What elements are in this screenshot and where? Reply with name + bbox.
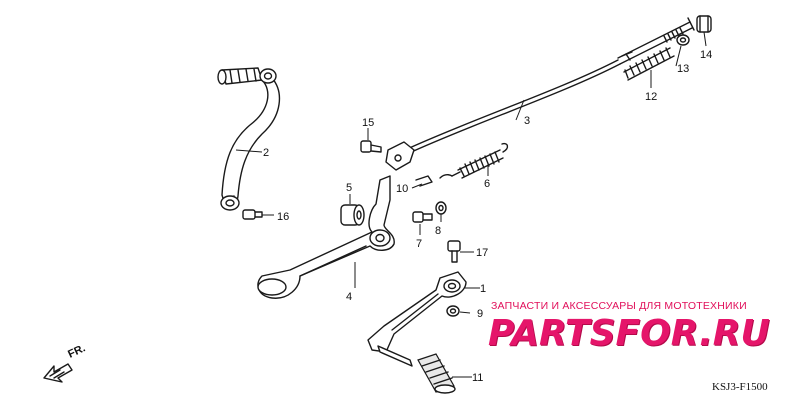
part-bolt-15 — [360, 140, 382, 153]
callout-14: 14 — [700, 49, 712, 61]
watermark-caption: ЗАПЧАСТИ И АКСЕССУАРЫ ДЛЯ МОТОТЕХНИКИ — [491, 300, 747, 312]
callout-10: 10 — [396, 183, 408, 195]
part-cable-clevis — [385, 141, 415, 171]
callout-3: 3 — [524, 115, 530, 127]
part-pin-10 — [411, 175, 433, 189]
part-brake-pedal-lever — [257, 175, 395, 299]
part-spring-12 — [623, 47, 675, 81]
callout-11: 11 — [472, 372, 483, 384]
part-bolt-16 — [242, 209, 274, 220]
part-step-bar — [367, 271, 467, 367]
leader-lines — [235, 31, 707, 378]
callout-16: 16 — [277, 211, 289, 223]
part-bolt-7 — [412, 211, 433, 223]
part-collar-5 — [340, 204, 365, 226]
part-kick-starter-arm — [217, 67, 281, 211]
part-spring-6 — [439, 142, 509, 179]
callout-15: 15 — [362, 117, 374, 129]
callout-6: 6 — [484, 178, 490, 190]
diagram-code: KSJ3-F1500 — [712, 381, 768, 393]
direction-arrow-icon — [43, 363, 73, 383]
callout-5: 5 — [346, 182, 352, 194]
callout-2: 2 — [263, 147, 269, 159]
callout-4: 4 — [346, 291, 352, 303]
direction-label: FR. — [66, 342, 87, 360]
part-brake-cable — [404, 17, 695, 155]
callout-13: 13 — [677, 63, 689, 75]
part-adjusting-nut-14 — [696, 15, 712, 33]
callout-12: 12 — [645, 91, 657, 103]
part-nut-8 — [435, 201, 447, 215]
watermark-logo: PARTSFOR.RU — [488, 313, 770, 354]
callout-9: 9 — [477, 308, 483, 320]
callout-1: 1 — [480, 283, 486, 295]
part-nut-9 — [446, 305, 460, 317]
callout-numbers: 1 2 3 4 5 6 7 8 9 10 11 12 13 14 15 16 1… — [263, 49, 712, 384]
callout-7: 7 — [416, 238, 422, 250]
part-rubber-footpeg — [417, 353, 456, 394]
part-bolt-17 — [447, 240, 461, 263]
callout-17: 17 — [476, 247, 488, 259]
callout-8: 8 — [435, 225, 441, 237]
part-nut-13 — [676, 34, 690, 46]
